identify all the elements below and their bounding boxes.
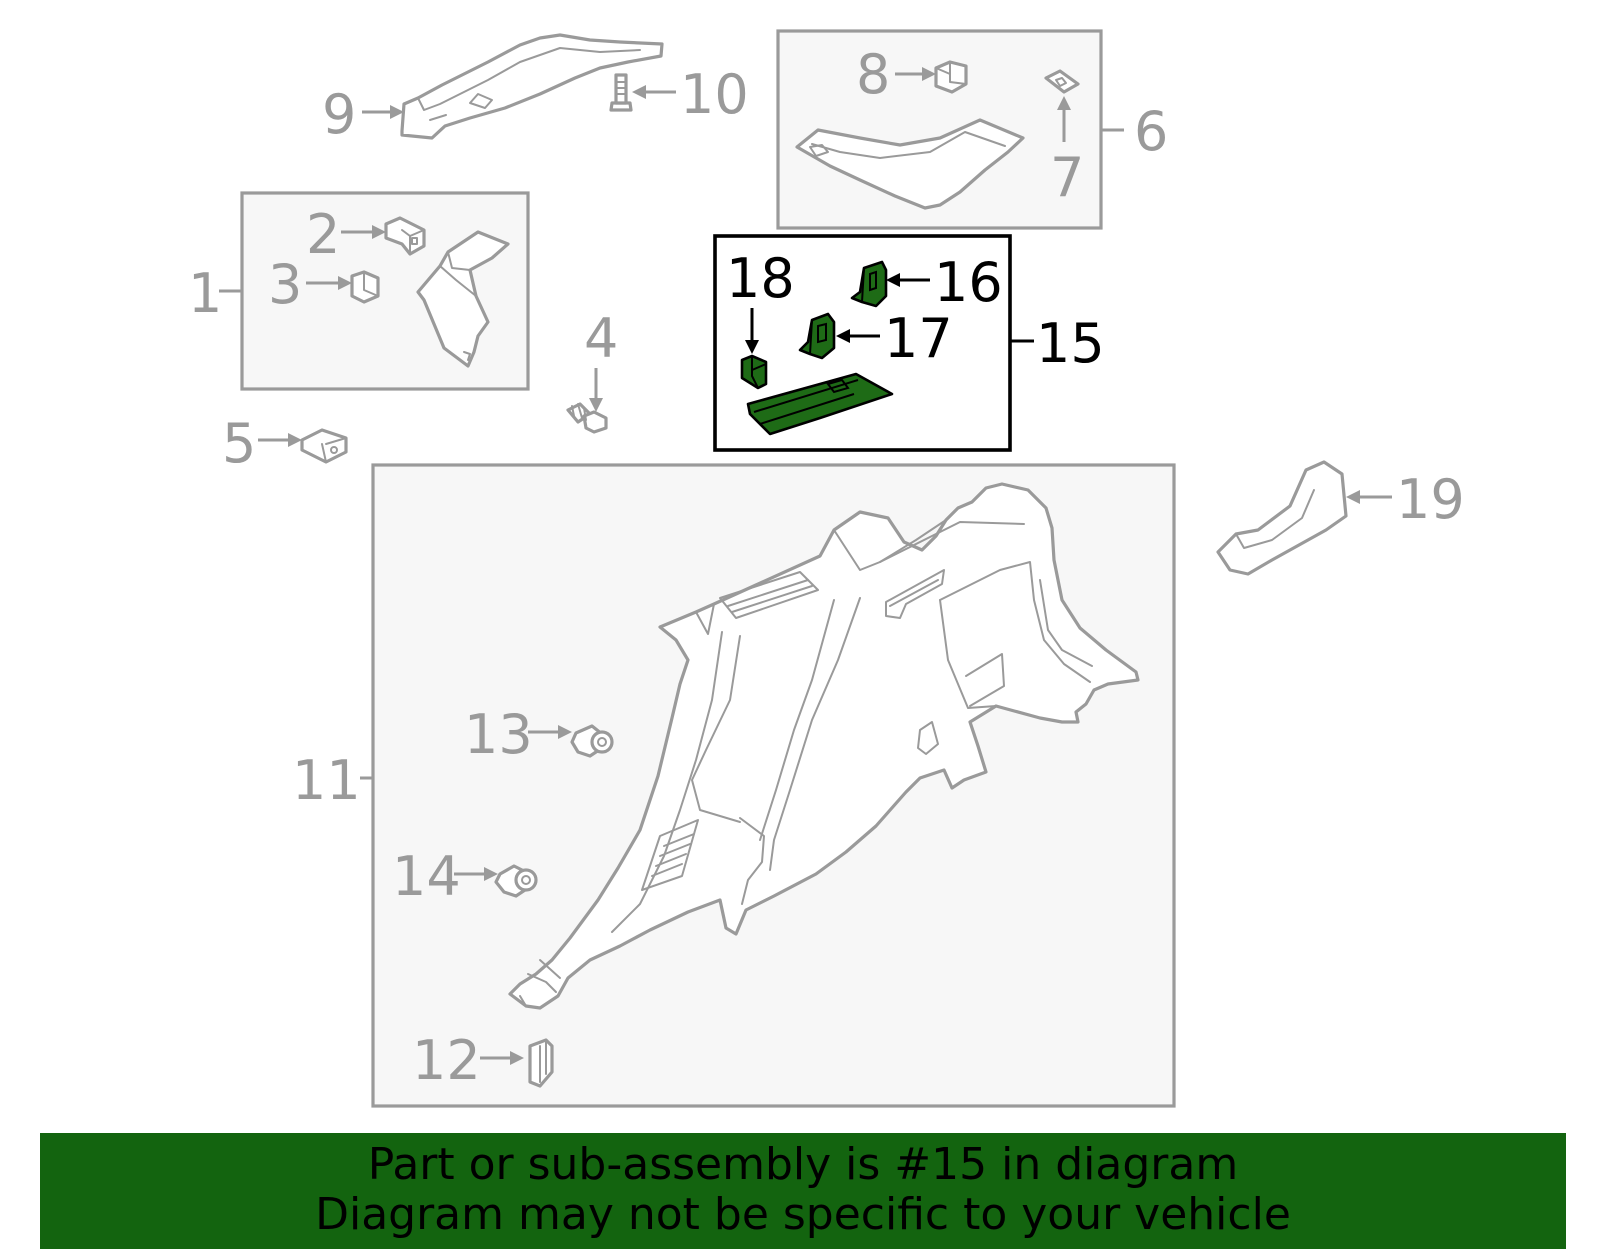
arrow-5 (288, 433, 302, 447)
callout-7: 7 (1050, 146, 1084, 209)
part-19-trim (1216, 460, 1348, 576)
callout-10: 10 (680, 63, 749, 126)
callout-6: 6 (1134, 100, 1168, 163)
callout-15: 15 (1036, 312, 1105, 375)
arrow-10 (632, 85, 646, 99)
callout-11: 11 (292, 749, 361, 812)
arrow-16 (886, 273, 900, 287)
arrow-9 (390, 105, 404, 119)
arrow-3 (338, 276, 352, 290)
callout-17: 17 (884, 307, 953, 370)
part-9-garnish (400, 33, 664, 140)
arrow-14 (484, 867, 498, 881)
callout-13: 13 (464, 703, 533, 766)
callout-3: 3 (268, 253, 302, 316)
callout-19: 19 (1396, 468, 1465, 531)
arrow-19 (1346, 490, 1360, 504)
callout-12: 12 (412, 1029, 481, 1092)
arrow-13 (558, 725, 572, 739)
callout-9: 9 (322, 83, 356, 146)
arrow-7 (1057, 96, 1071, 110)
callout-8: 8 (856, 43, 890, 106)
part-15-trim-piece (746, 372, 894, 436)
arrow-18 (745, 340, 759, 354)
banner-line-2: Diagram may not be specific to your vehi… (315, 1189, 1291, 1240)
arrow-8 (922, 67, 936, 81)
part-17-clip (798, 312, 836, 360)
part-10-screw (609, 73, 633, 112)
arrow-2 (372, 225, 386, 239)
banner-line-1: Part or sub-assembly is #15 in diagram (367, 1139, 1239, 1190)
part-1-bracket (416, 230, 510, 368)
part-11-quarter-trim-panel (508, 482, 1140, 1010)
leader-lines (219, 67, 1392, 1065)
arrow-4 (589, 398, 603, 412)
callout-18: 18 (726, 247, 795, 310)
part-13-push-pin (570, 724, 614, 758)
part-3-clip (350, 270, 380, 304)
arrow-12 (510, 1051, 524, 1065)
part-14-push-pin (494, 864, 538, 898)
part-6-trim-panel (795, 118, 1025, 210)
part-5-clip (300, 428, 348, 464)
part-7-nut (1044, 69, 1080, 94)
part-18-clip (740, 354, 768, 390)
part-8-clip (934, 60, 968, 94)
callout-4: 4 (584, 307, 618, 370)
part-4-bolt (566, 402, 608, 434)
callout-5: 5 (222, 412, 256, 475)
callout-2: 2 (306, 203, 340, 266)
part-16-clip (850, 260, 888, 308)
part-12-clip (528, 1038, 554, 1088)
arrow-17 (836, 329, 850, 343)
callout-14: 14 (392, 845, 461, 908)
info-banner: Part or sub-assembly is #15 in diagram D… (40, 1133, 1566, 1249)
callout-1: 1 (188, 262, 222, 325)
callout-16: 16 (934, 251, 1003, 314)
part-2-clip (384, 216, 426, 256)
